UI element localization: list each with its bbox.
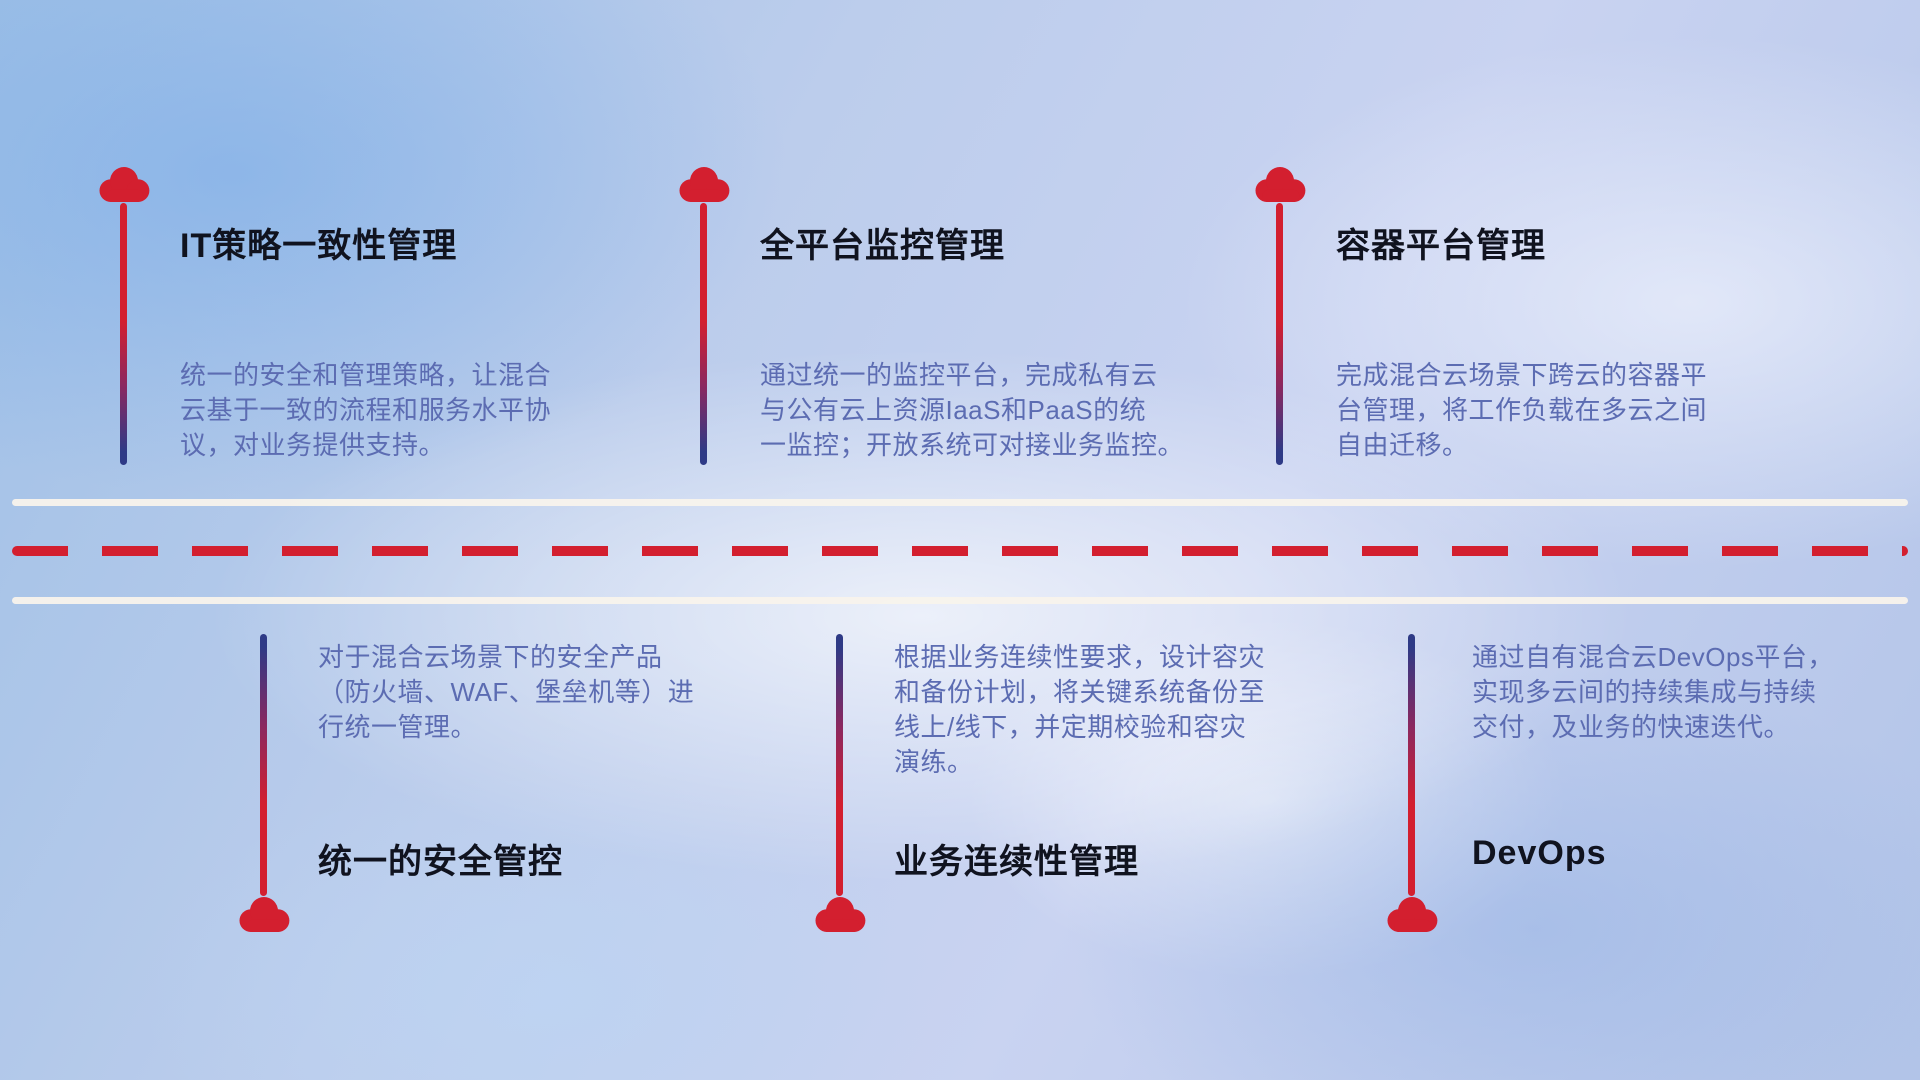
road-line-top <box>12 499 1908 506</box>
timeline-stem <box>1408 634 1415 896</box>
cloud-icon <box>812 896 868 933</box>
item-title: IT策略一致性管理 <box>180 227 458 265</box>
item-title: 业务连续性管理 <box>894 843 1139 881</box>
item-description: 统一的安全和管理策略，让混合 云基于一致的流程和服务水平协 议，对业务提供支持。 <box>180 360 552 460</box>
item-description: 完成混合云场景下跨云的容器平 台管理，将工作负载在多云之间 自由迁移。 <box>1336 360 1708 460</box>
item-description: 根据业务连续性要求，设计容灾 和备份计划，将关键系统备份至 线上/线下，并定期校… <box>894 642 1266 777</box>
item-title: DevOps <box>1472 834 1607 872</box>
cloud-icon <box>676 166 732 203</box>
item-title: 容器平台管理 <box>1336 227 1546 265</box>
timeline-stem <box>1276 203 1283 465</box>
cloud-icon <box>96 166 152 203</box>
timeline-stem <box>836 634 843 896</box>
cloud-icon <box>236 896 292 933</box>
timeline-stem <box>260 634 267 896</box>
item-description: 通过统一的监控平台，完成私有云 与公有云上资源IaaS和PaaS的统 一监控；开… <box>760 360 1185 460</box>
timeline-stem <box>700 203 707 465</box>
road-line-bottom <box>12 597 1908 604</box>
item-title: 统一的安全管控 <box>318 843 563 881</box>
timeline-stem <box>120 203 127 465</box>
item-description: 对于混合云场景下的安全产品 （防火墙、WAF、堡垒机等）进 行统一管理。 <box>318 642 695 742</box>
cloud-icon <box>1252 166 1308 203</box>
item-title: 全平台监控管理 <box>760 227 1005 265</box>
cloud-icon <box>1384 896 1440 933</box>
item-description: 通过自有混合云DevOps平台， 实现多云间的持续集成与持续 交付，及业务的快速… <box>1472 642 1834 742</box>
road-dashed-center-line <box>12 546 1908 556</box>
